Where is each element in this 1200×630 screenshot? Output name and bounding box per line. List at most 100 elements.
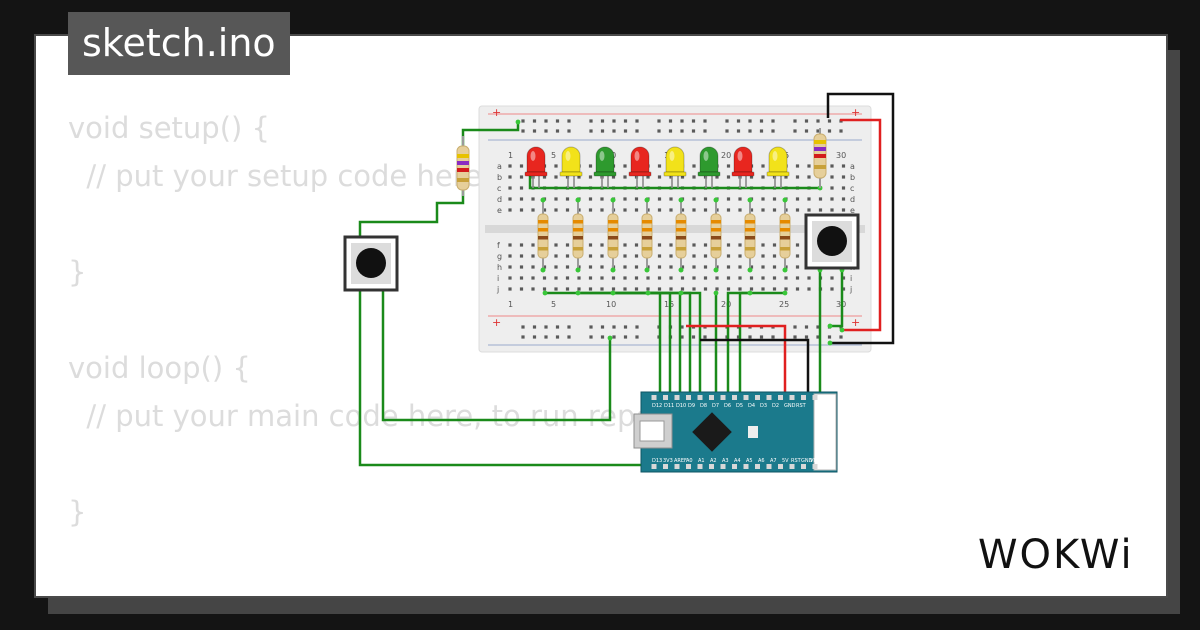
breadboard-hole[interactable] <box>634 243 639 247</box>
breadboard-hole[interactable] <box>519 208 524 212</box>
breadboard-hole[interactable] <box>784 175 788 179</box>
breadboard-hole[interactable] <box>738 265 742 269</box>
breadboard-hole[interactable] <box>784 276 788 280</box>
breadboard-hole[interactable] <box>703 254 708 258</box>
breadboard-hole[interactable] <box>623 254 627 258</box>
breadboard-hole[interactable] <box>726 175 731 179</box>
breadboard-hole[interactable] <box>531 265 535 269</box>
header-pin[interactable] <box>766 464 772 469</box>
wire-signal[interactable] <box>681 291 702 398</box>
rail-hole[interactable] <box>680 129 684 133</box>
breadboard-hole[interactable] <box>772 243 777 247</box>
breadboard-hole[interactable] <box>657 276 662 280</box>
breadboard-hole[interactable] <box>749 175 754 179</box>
resistor[interactable] <box>607 197 619 273</box>
rail-hole[interactable] <box>827 335 832 339</box>
rail-hole[interactable] <box>544 129 548 133</box>
led-green[interactable] <box>593 146 617 188</box>
breadboard-hole[interactable] <box>554 208 558 212</box>
breadboard-hole[interactable] <box>531 276 535 280</box>
breadboard-hole[interactable] <box>646 287 650 291</box>
breadboard-hole[interactable] <box>703 265 708 269</box>
breadboard-hole[interactable] <box>726 276 731 280</box>
breadboard-hole[interactable] <box>738 287 742 291</box>
rail-hole[interactable] <box>793 129 797 133</box>
rail-hole[interactable] <box>521 335 525 339</box>
rail-hole[interactable] <box>748 119 752 123</box>
led-red[interactable] <box>524 146 548 188</box>
header-pin[interactable] <box>686 395 691 400</box>
header-pin[interactable] <box>697 464 703 469</box>
header-pin[interactable] <box>755 464 760 469</box>
rail-hole[interactable] <box>816 325 820 329</box>
breadboard-hole[interactable] <box>519 254 524 258</box>
rail-hole[interactable] <box>680 335 684 339</box>
breadboard-hole[interactable] <box>508 197 512 201</box>
breadboard-hole[interactable] <box>542 175 547 179</box>
breadboard-hole[interactable] <box>611 276 616 280</box>
rail-hole[interactable] <box>759 335 764 339</box>
rail-hole[interactable] <box>635 335 639 339</box>
breadboard-hole[interactable] <box>519 265 524 269</box>
breadboard-hole[interactable] <box>726 254 731 258</box>
breadboard-hole[interactable] <box>807 276 811 280</box>
rail-hole[interactable] <box>532 325 537 329</box>
resistor[interactable] <box>456 136 470 196</box>
breadboard-hole[interactable] <box>795 208 800 212</box>
breadboard-hole[interactable] <box>830 208 834 212</box>
rail-hole[interactable] <box>691 335 696 339</box>
breadboard-hole[interactable] <box>692 276 696 280</box>
breadboard-hole[interactable] <box>623 164 627 168</box>
breadboard-hole[interactable] <box>657 254 662 258</box>
breadboard-hole[interactable] <box>542 287 547 291</box>
breadboard-hole[interactable] <box>565 254 570 258</box>
header-pin[interactable] <box>720 464 726 469</box>
breadboard-hole[interactable] <box>669 287 673 291</box>
breadboard-hole[interactable] <box>554 276 558 280</box>
header-pin[interactable] <box>743 395 749 400</box>
breadboard-hole[interactable] <box>508 243 512 247</box>
rail-hole[interactable] <box>691 129 696 133</box>
led-yellow[interactable] <box>559 146 583 188</box>
resistor[interactable] <box>710 197 722 273</box>
rail-hole[interactable] <box>623 325 628 329</box>
header-pin[interactable] <box>686 464 691 469</box>
rail-hole[interactable] <box>555 325 560 329</box>
rail-hole[interactable] <box>567 335 571 339</box>
breadboard-hole[interactable] <box>749 287 754 291</box>
breadboard-hole[interactable] <box>692 287 696 291</box>
breadboard-hole[interactable] <box>623 276 627 280</box>
breadboard-hole[interactable] <box>542 265 547 269</box>
breadboard-hole[interactable] <box>830 175 834 179</box>
rail-hole[interactable] <box>793 119 797 123</box>
breadboard-hole[interactable] <box>692 175 696 179</box>
rail-hole[interactable] <box>612 119 616 123</box>
rail-hole[interactable] <box>839 129 843 133</box>
breadboard-hole[interactable] <box>795 254 800 258</box>
breadboard-hole[interactable] <box>703 197 708 201</box>
rail-hole[interactable] <box>521 129 525 133</box>
breadboard-hole[interactable] <box>623 175 627 179</box>
rail-hole[interactable] <box>635 119 639 123</box>
rail-hole[interactable] <box>816 119 820 123</box>
breadboard-hole[interactable] <box>657 243 662 247</box>
led-yellow[interactable] <box>663 146 687 188</box>
rail-hole[interactable] <box>680 325 684 329</box>
rail-hole[interactable] <box>635 325 639 329</box>
breadboard-hole[interactable] <box>588 265 593 269</box>
breadboard-hole[interactable] <box>508 186 512 190</box>
rail-hole[interactable] <box>521 119 525 123</box>
breadboard-hole[interactable] <box>554 164 558 168</box>
header-pin[interactable] <box>651 464 657 469</box>
breadboard-hole[interactable] <box>807 175 811 179</box>
breadboard-hole[interactable] <box>692 243 696 247</box>
breadboard-hole[interactable] <box>841 175 846 179</box>
breadboard-hole[interactable] <box>669 276 673 280</box>
breadboard-hole[interactable] <box>646 175 650 179</box>
breadboard-hole[interactable] <box>588 243 593 247</box>
rail-hole[interactable] <box>827 129 832 133</box>
rail-hole[interactable] <box>600 119 605 123</box>
header-pin[interactable] <box>732 395 737 400</box>
rail-hole[interactable] <box>804 325 809 329</box>
breadboard-hole[interactable] <box>577 175 581 179</box>
